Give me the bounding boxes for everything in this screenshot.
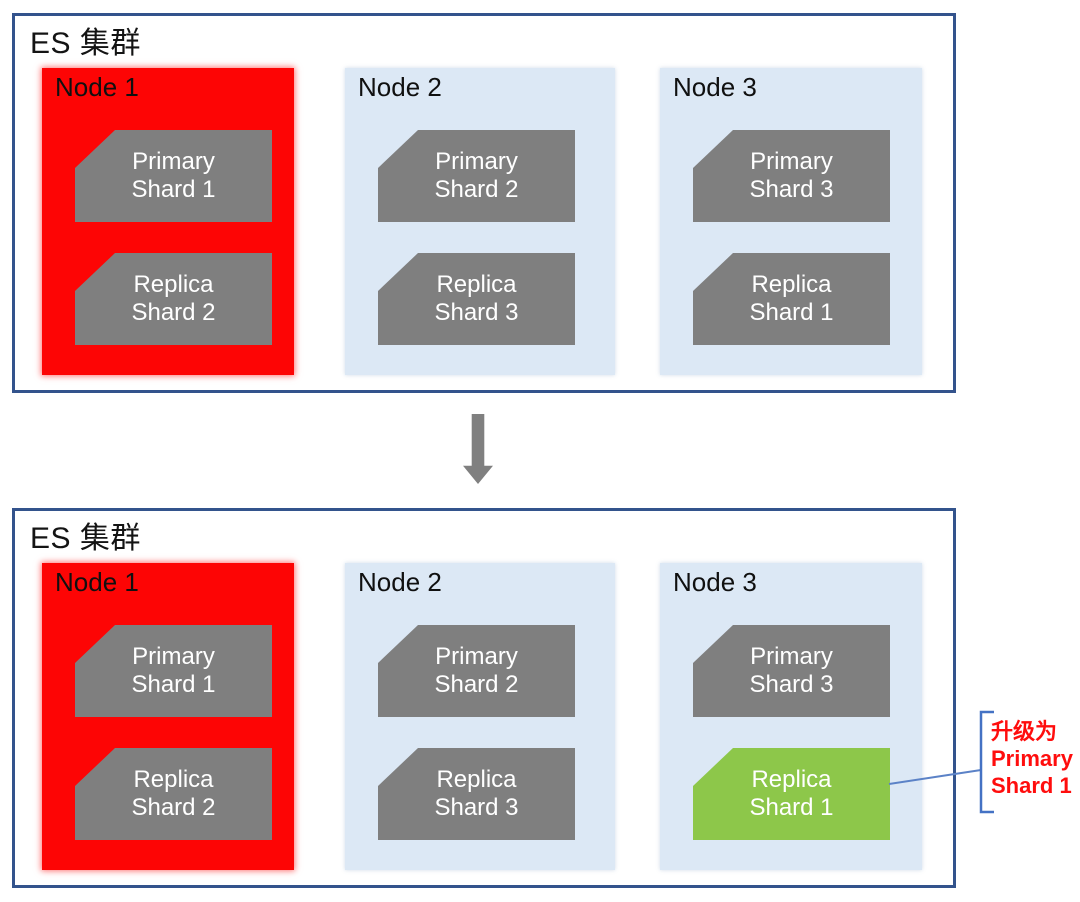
node-1-box-after: Node 1 Primary Shard 1 Replica Shard 2 <box>42 563 294 870</box>
shard-primary-shard-2: Primary Shard 2 <box>378 625 575 717</box>
shard-role: Replica <box>751 766 832 793</box>
shard-primary-shard-1: Primary Shard 1 <box>75 625 272 717</box>
shard-number: Shard 3 <box>749 671 834 698</box>
node-label: Node 3 <box>673 567 757 597</box>
annotation-line-3: Shard 1 <box>991 773 1072 798</box>
shard-number: Shard 2 <box>131 299 216 326</box>
shard-primary-shard-3: Primary Shard 3 <box>693 130 890 222</box>
shard-number: Shard 2 <box>434 671 519 698</box>
promotion-annotation: 升级为 Primary Shard 1 <box>991 718 1073 799</box>
shard-replica-shard-1-promoted: Replica Shard 1 <box>693 748 890 840</box>
node-label: Node 3 <box>673 72 757 102</box>
shard-role: Primary <box>750 148 833 175</box>
down-arrow-icon <box>463 414 493 484</box>
shard-replica-shard-1: Replica Shard 1 <box>693 253 890 345</box>
shard-number: Shard 1 <box>131 176 216 203</box>
shard-replica-shard-2: Replica Shard 2 <box>75 253 272 345</box>
shard-role: Primary <box>435 148 518 175</box>
shard-replica-shard-2: Replica Shard 2 <box>75 748 272 840</box>
shard-primary-shard-2: Primary Shard 2 <box>378 130 575 222</box>
shard-replica-shard-3: Replica Shard 3 <box>378 253 575 345</box>
shard-role: Primary <box>132 643 215 670</box>
annotation-line-1: 升级为 <box>991 719 1058 744</box>
node-label: Node 1 <box>55 72 139 102</box>
shard-number: Shard 1 <box>749 299 834 326</box>
cluster-box-after: ES 集群 Node 1 Primary Shard 1 Replica Sha… <box>12 508 956 888</box>
shard-number: Shard 2 <box>434 176 519 203</box>
cluster-title: ES 集群 <box>30 522 141 555</box>
shard-role: Primary <box>435 643 518 670</box>
shard-role: Replica <box>751 271 832 298</box>
node-3-box-before: Node 3 Primary Shard 3 Replica Shard 1 <box>660 68 922 375</box>
node-2-box-after: Node 2 Primary Shard 2 Replica Shard 3 <box>345 563 615 870</box>
node-1-box-before: Node 1 Primary Shard 1 Replica Shard 2 <box>42 68 294 375</box>
shard-number: Shard 3 <box>434 299 519 326</box>
shard-role: Primary <box>132 148 215 175</box>
shard-replica-shard-3: Replica Shard 3 <box>378 748 575 840</box>
shard-number: Shard 3 <box>434 794 519 821</box>
shard-role: Replica <box>436 766 517 793</box>
shard-role: Replica <box>133 766 214 793</box>
node-label: Node 2 <box>358 72 442 102</box>
shard-primary-shard-3: Primary Shard 3 <box>693 625 890 717</box>
shard-role: Replica <box>436 271 517 298</box>
shard-number: Shard 2 <box>131 794 216 821</box>
shard-number: Shard 1 <box>749 794 834 821</box>
node-label: Node 1 <box>55 567 139 597</box>
node-label: Node 2 <box>358 567 442 597</box>
shard-role: Primary <box>750 643 833 670</box>
annotation-line-2: Primary <box>991 746 1073 771</box>
node-2-box-before: Node 2 Primary Shard 2 Replica Shard 3 <box>345 68 615 375</box>
shard-number: Shard 3 <box>749 176 834 203</box>
cluster-title: ES 集群 <box>30 27 141 60</box>
node-3-box-after: Node 3 Primary Shard 3 Replica Shard 1 <box>660 563 922 870</box>
shard-primary-shard-1: Primary Shard 1 <box>75 130 272 222</box>
shard-role: Replica <box>133 271 214 298</box>
cluster-box-before: ES 集群 Node 1 Primary Shard 1 Replica Sha… <box>12 13 956 393</box>
shard-number: Shard 1 <box>131 671 216 698</box>
